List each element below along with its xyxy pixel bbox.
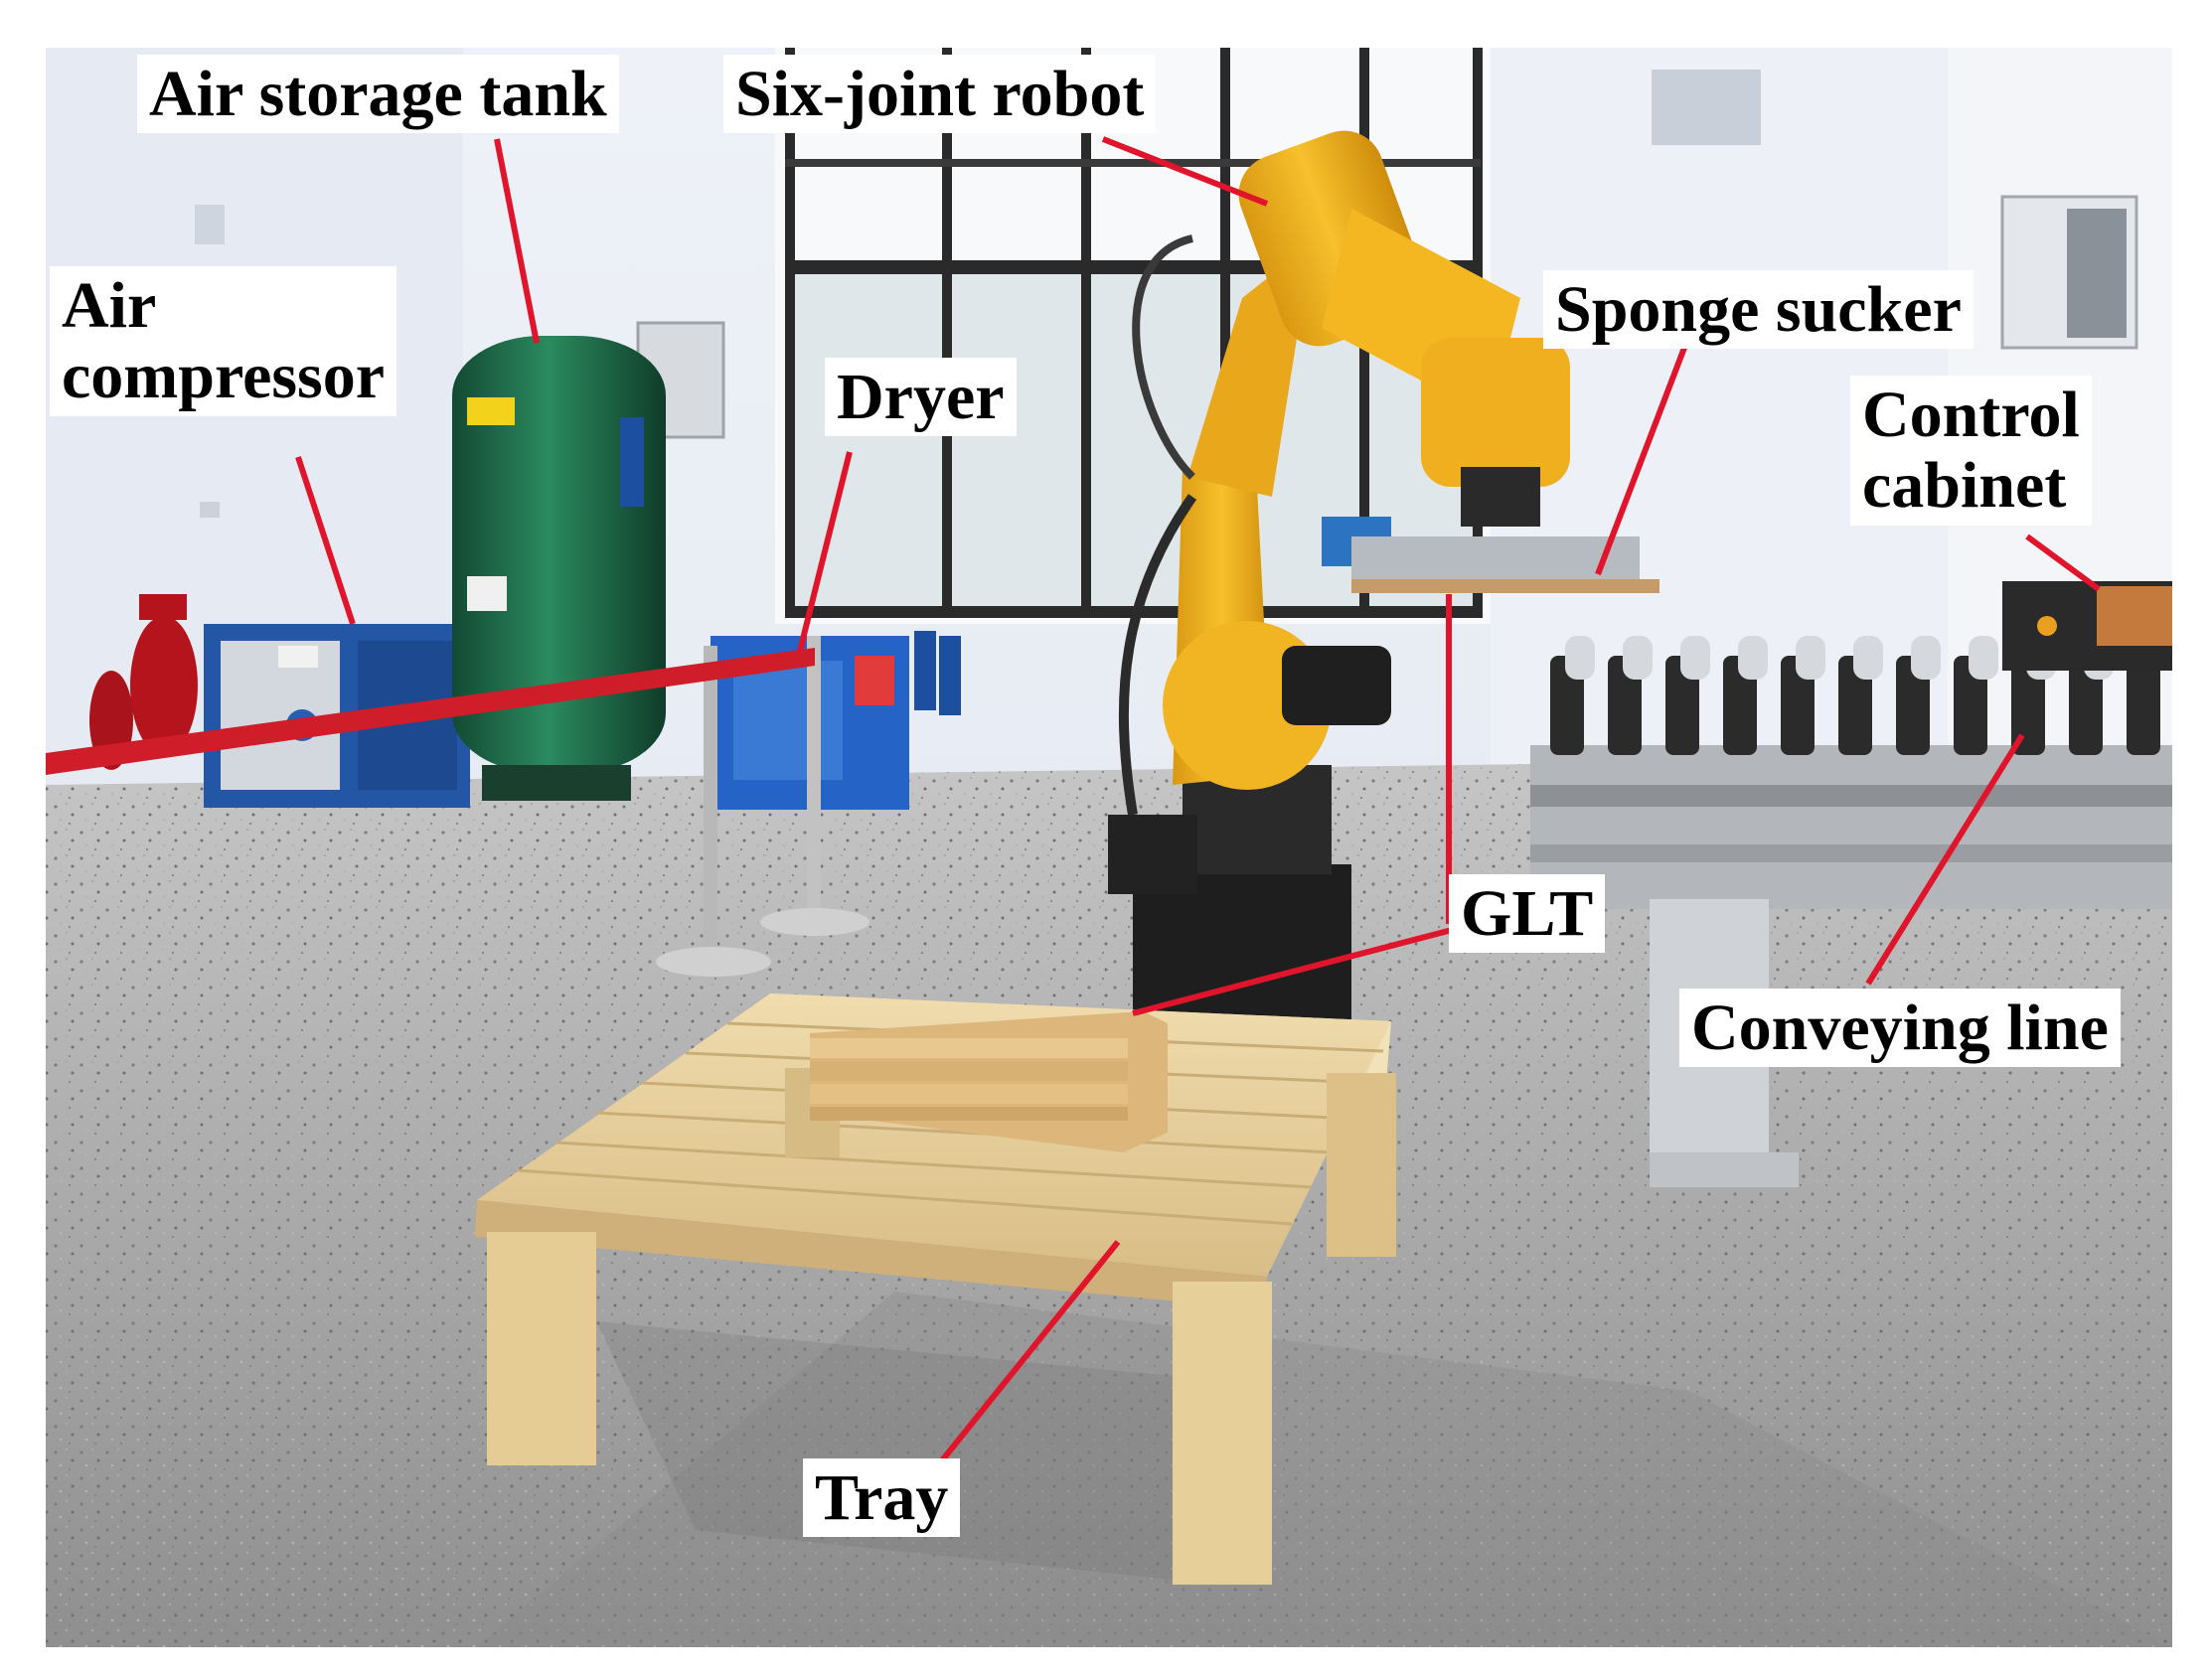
label-air-compressor: Air compressor	[50, 266, 397, 416]
label-conveying-line: Conveying line	[1679, 989, 2121, 1068]
label-control-cabinet-line1: Control	[1862, 379, 2080, 451]
label-tray: Tray	[803, 1458, 961, 1538]
leader-line-dryer	[797, 451, 853, 652]
label-air-compressor-line2: compressor	[62, 340, 386, 413]
air-storage-tank	[452, 336, 666, 801]
barrier	[46, 636, 869, 977]
label-air-compressor-line1: Air	[62, 269, 157, 342]
leader-line-air-compressor	[295, 456, 356, 625]
glt-stack	[810, 1011, 1168, 1152]
conveying-line	[1530, 636, 2172, 1187]
label-six-joint-robot: Six-joint robot	[723, 55, 1157, 134]
leader-line-six-joint-robot	[1101, 136, 1269, 207]
label-control-cabinet-line2: cabinet	[1862, 449, 2067, 523]
leader-line-tray	[931, 1240, 1121, 1472]
label-dryer: Dryer	[825, 358, 1017, 437]
leader-line-control-cabinet	[2025, 534, 2101, 592]
leader-line-glt-to-stack	[1132, 926, 1457, 1016]
sponge-sucker	[1322, 517, 1659, 593]
leader-line-sponge-sucker	[1595, 346, 1687, 576]
control-cabinet	[2002, 581, 2172, 671]
leader-lines	[295, 136, 2101, 1472]
label-glt: GLT	[1449, 874, 1606, 954]
label-sponge-sucker: Sponge sucker	[1543, 270, 1974, 350]
robot-base	[1108, 765, 1351, 1023]
leader-line-conveying-line	[1865, 733, 2025, 986]
label-control-cabinet: Control cabinet	[1850, 376, 2092, 526]
leader-line-air-storage-tank	[494, 138, 540, 344]
label-air-storage-tank: Air storage tank	[137, 55, 619, 134]
six-joint-robot	[1118, 130, 1570, 816]
